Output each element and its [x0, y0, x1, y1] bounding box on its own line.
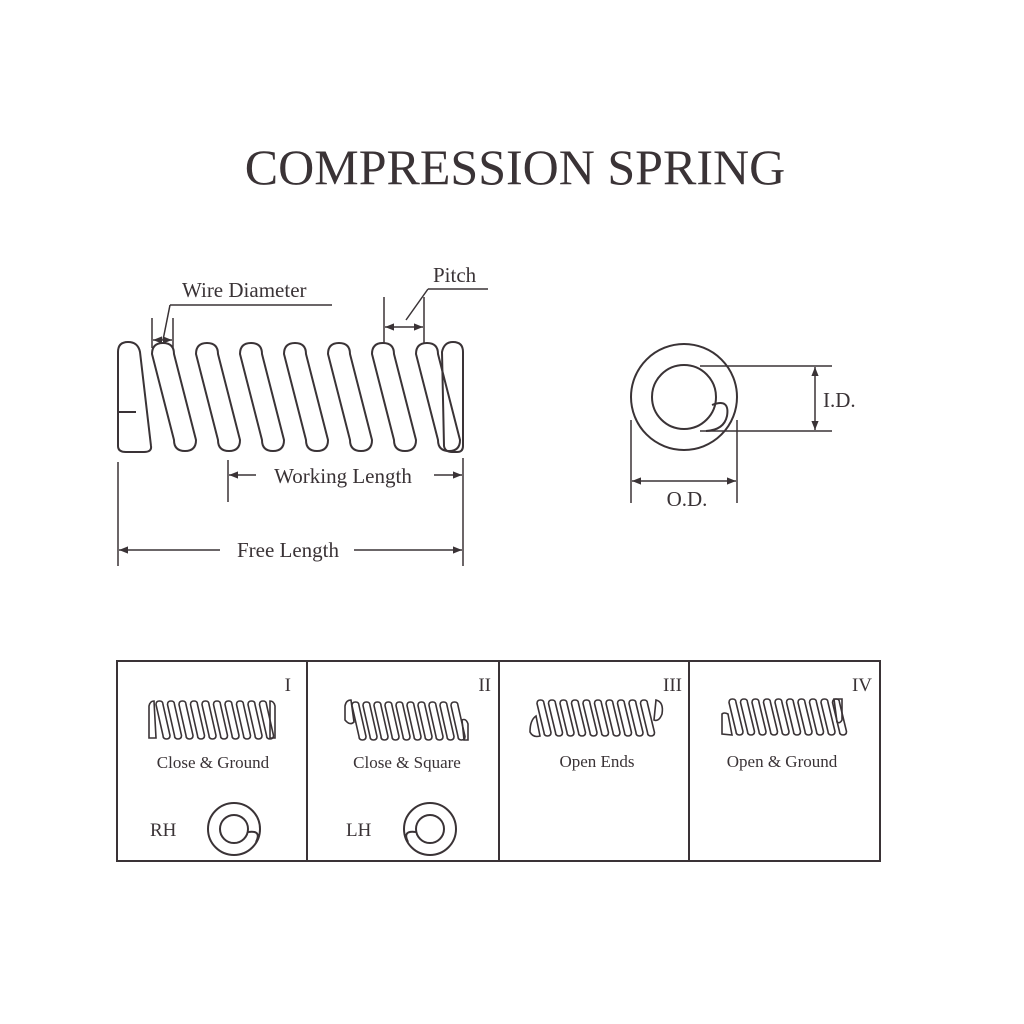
- mini-coil-5: [774, 698, 790, 736]
- mini-coil-10: [450, 701, 466, 741]
- mini-coil-1: [728, 698, 744, 736]
- right-hand-label: RH: [150, 820, 177, 841]
- mini-coil-3: [178, 700, 194, 740]
- mini-end-coil-left: [148, 700, 157, 739]
- end-types-table: [116, 660, 881, 862]
- inner-diameter-circle: [651, 364, 717, 430]
- mini-coil-5: [395, 701, 411, 741]
- left-hand-coil-icon: [403, 802, 457, 856]
- right-hand-coil-icon: [207, 802, 261, 856]
- mini-coil-2: [166, 700, 183, 740]
- end-type-numeral-4: IV: [852, 675, 872, 696]
- mini-coil-2: [547, 699, 564, 737]
- mini-coil-4: [384, 701, 400, 741]
- end-type-name-1: Close & Ground: [157, 753, 270, 772]
- spring-coil-3: [238, 341, 286, 453]
- mini-coil-3: [751, 698, 767, 736]
- close-and-square-spring-icon: [344, 699, 469, 741]
- mini-coil-7: [224, 700, 240, 740]
- mini-coil-9: [820, 698, 836, 736]
- mini-coil-8: [235, 700, 252, 740]
- end-type-name-3: Open Ends: [559, 752, 634, 771]
- mini-coil-8: [428, 701, 444, 741]
- main-spring: [117, 340, 464, 453]
- free-length-label: Free Length: [237, 538, 340, 562]
- mini-coil-6: [593, 699, 610, 737]
- spring-coil-4: [282, 341, 330, 453]
- od-dimension: [630, 420, 738, 503]
- mini-coil-6: [406, 701, 422, 741]
- mini-coil-1: [155, 700, 171, 740]
- end-type-numeral-1: I: [285, 675, 291, 696]
- close-and-ground-spring-icon: [148, 700, 276, 740]
- right-end-coil: [440, 340, 464, 453]
- mini-coil-8: [808, 698, 825, 736]
- coil-group: [150, 341, 462, 453]
- id-label: I.D.: [823, 388, 856, 412]
- spring-end-view: [630, 343, 738, 451]
- spring-coil-5: [326, 341, 374, 453]
- mini-coil-6: [785, 698, 802, 736]
- mini-coil-4: [762, 698, 779, 736]
- mini-coil-7: [417, 701, 433, 741]
- mini-coil-4: [570, 699, 587, 737]
- mini-coil-7: [605, 699, 621, 737]
- pitch-callout: [383, 288, 488, 344]
- pitch-label: Pitch: [433, 263, 477, 287]
- mini-coil-3: [373, 701, 389, 741]
- mini-coil-2: [362, 701, 378, 741]
- end-type-name-4: Open & Ground: [727, 752, 838, 771]
- free-length-dimension: [117, 462, 462, 566]
- mini-coil-5: [201, 700, 217, 740]
- mini-coil-1: [536, 699, 552, 737]
- left-end-coil: [117, 340, 153, 453]
- mini-end-coil-right: [833, 698, 843, 724]
- open-ends-spring-icon: [529, 698, 664, 738]
- mini-coil-5: [582, 699, 598, 737]
- mini-end-coil-right: [269, 700, 276, 739]
- mini-coil-3: [559, 699, 575, 737]
- wire-diameter-callout: [151, 304, 332, 348]
- spring-coil-7: [414, 341, 462, 453]
- mini-coil-9: [247, 700, 263, 740]
- left-hand-label: LH: [346, 820, 372, 841]
- mini-coil-4: [189, 700, 206, 740]
- working-length-dimension: [227, 458, 464, 566]
- wire-diameter-label: Wire Diameter: [182, 278, 307, 302]
- outer-diameter-circle: [630, 343, 738, 451]
- spring-coil-2: [194, 341, 242, 453]
- spring-coil-1: [150, 341, 198, 453]
- mini-coil-1: [351, 701, 367, 741]
- mini-coil-2: [739, 698, 756, 736]
- mini-coil-10: [258, 700, 275, 740]
- od-label: O.D.: [667, 487, 708, 511]
- open-and-ground-spring-icon: [721, 698, 848, 736]
- wire-end-curl: [705, 402, 729, 432]
- end-type-name-2: Close & Square: [353, 753, 461, 772]
- diagram-title: COMPRESSION SPRING: [244, 139, 786, 195]
- spring-coil-6: [370, 341, 418, 453]
- mini-end-coil-left: [529, 714, 541, 738]
- end-type-numeral-2: II: [478, 675, 491, 696]
- mini-coil-9: [628, 699, 644, 737]
- mini-end-coil-right: [653, 698, 664, 722]
- mini-end-coil-right: [461, 718, 469, 741]
- mini-end-coil-left: [344, 699, 355, 725]
- working-length-label: Working Length: [274, 464, 412, 488]
- id-dimension: [700, 365, 832, 432]
- mini-end-coil-left: [721, 712, 733, 736]
- mini-coil-6: [212, 700, 229, 740]
- mini-coil-8: [616, 699, 633, 737]
- mini-coil-7: [797, 698, 813, 736]
- mini-coil-9: [439, 701, 455, 741]
- end-type-numeral-3: III: [663, 675, 682, 696]
- mini-coil-10: [639, 699, 656, 737]
